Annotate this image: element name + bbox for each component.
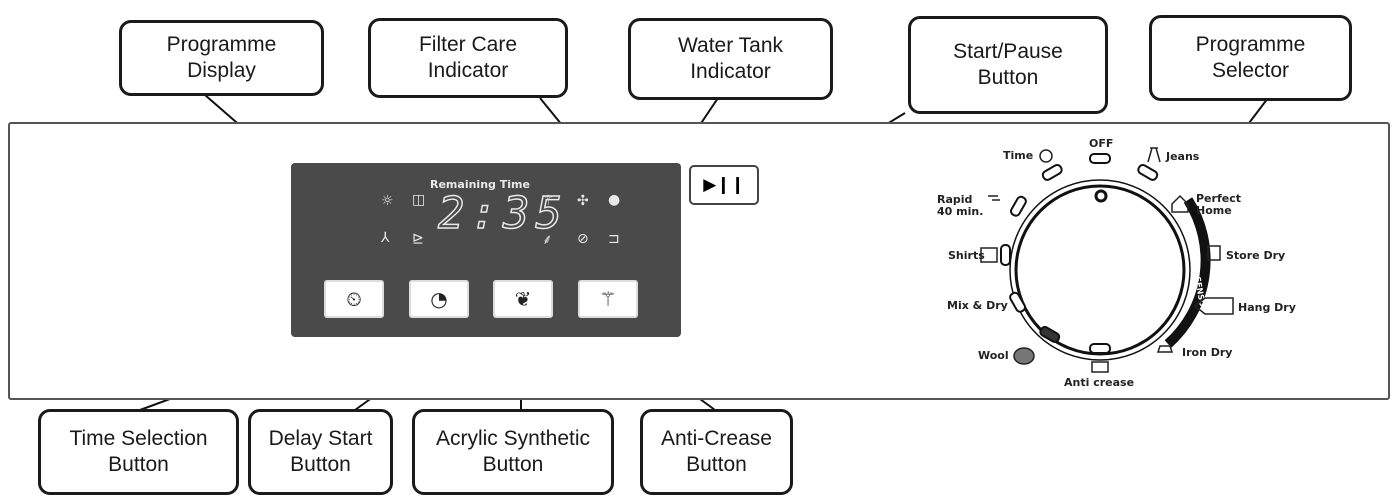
dial-mark-mix-dry	[1009, 291, 1026, 313]
play-pause-icon: ▶❙❙	[703, 175, 745, 195]
remaining-time-label: Remaining Time	[430, 178, 530, 191]
jeans-icon	[1147, 147, 1161, 163]
dial-label-hang-dry: Hang Dry	[1238, 301, 1296, 314]
dial-label-off: OFF	[1089, 137, 1114, 150]
leaf-indicator-icon: ⸙	[542, 232, 553, 248]
dial-label-wool: Wool	[978, 349, 1009, 362]
store-icon: ◫	[412, 192, 426, 208]
fan-icon: ✣	[577, 193, 589, 209]
auto-sensor-arc	[1164, 197, 1211, 348]
hang-dry-icon	[1193, 297, 1234, 315]
perfect-home-icon	[1171, 194, 1189, 213]
dial-mark-rapid	[1010, 195, 1027, 217]
anti-crease-dial-icon	[1091, 361, 1109, 373]
store-dry-icon	[1207, 245, 1221, 261]
dial-label-anti-crease: Anti crease	[1064, 376, 1135, 389]
speed-icon: ⊘	[577, 231, 589, 247]
wool-icon	[1013, 347, 1035, 365]
shirts-icon	[980, 247, 998, 263]
acrylic-synthetic-button[interactable]: ❦	[493, 280, 553, 318]
dial-mark-time	[1041, 163, 1063, 181]
shirt-icon: ⚚	[599, 287, 617, 311]
dial-mark-off	[1089, 153, 1111, 164]
remaining-time-readout: 2:35	[437, 187, 568, 240]
dial-mark-jeans	[1137, 163, 1159, 181]
filter-care-icon: ●	[608, 192, 621, 208]
dial-label-rapid: Rapid 40 min.	[937, 193, 984, 218]
leaf-icon: ❦	[514, 287, 532, 311]
delay-start-button[interactable]: ◔	[409, 280, 469, 318]
dial-label-time: Time	[1003, 149, 1034, 162]
start-pause-button[interactable]: ▶❙❙	[689, 165, 759, 205]
dial-label-mix-dry: Mix & Dry	[947, 299, 1008, 312]
dial-mark-wool	[1039, 325, 1061, 343]
delay-clock-icon: ◔	[430, 287, 448, 311]
dial-mark-shirts	[1000, 244, 1011, 266]
hanger-icon: ⅄	[381, 230, 390, 246]
knob-indicator-dot	[1094, 189, 1108, 203]
iron-dry-icon	[1156, 345, 1174, 353]
dial-label-jeans: Jeans	[1166, 150, 1200, 163]
water-tank-icon: ⊐	[608, 231, 620, 247]
time-selection-button[interactable]: ⏲	[324, 280, 384, 318]
time-clock-icon	[1039, 149, 1053, 163]
knob-outer-ring	[1009, 179, 1191, 361]
sun-icon: ☼	[381, 193, 394, 209]
dial-label-perfect-home: Perfect Home	[1196, 192, 1241, 217]
anti-crease-indicator-icon: ⚚	[542, 193, 555, 209]
rapid-icon	[988, 195, 1000, 201]
dial-mark-anti-crease	[1089, 343, 1111, 354]
clock-icon: ⏲	[346, 287, 362, 311]
iron-icon: ⊵	[412, 231, 424, 247]
dial-label-store-dry: Store Dry	[1226, 249, 1286, 262]
dial-label-shirts: Shirts	[948, 249, 985, 262]
dial-label-iron-dry: Iron Dry	[1182, 346, 1233, 359]
anti-crease-button[interactable]: ⚚	[578, 280, 638, 318]
